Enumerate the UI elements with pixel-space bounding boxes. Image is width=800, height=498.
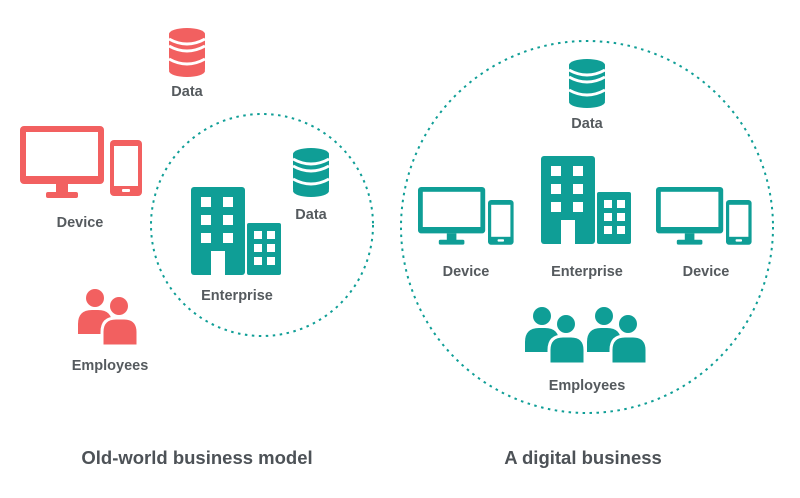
digital-device-left-label: Device xyxy=(443,264,490,280)
digital-device-right-label: Device xyxy=(683,264,730,280)
digital-employees-label: Employees xyxy=(549,378,626,394)
digital-boundary-circle xyxy=(400,40,774,414)
building-icon xyxy=(541,156,631,244)
people-icon xyxy=(76,287,140,348)
old-enterprise-data-label: Data xyxy=(295,207,327,223)
people-icon xyxy=(585,305,649,366)
database-icon xyxy=(567,57,607,110)
monitor-icon xyxy=(656,187,724,245)
digital-enterprise-label: Enterprise xyxy=(551,264,623,280)
old-employees-label: Employees xyxy=(72,358,149,374)
digital-section: Data Enterprise Device Device Employees … xyxy=(400,40,774,468)
digital-caption: A digital business xyxy=(504,447,662,468)
old-enterprise-label: Enterprise xyxy=(201,288,273,304)
people-icon xyxy=(523,305,587,366)
phone-icon xyxy=(726,200,752,245)
database-icon xyxy=(167,26,207,79)
old-world-caption: Old-world business model xyxy=(81,447,312,468)
enterprise-boundary-circle xyxy=(150,113,374,337)
old-world-section: Data Device Employees Data Enterprise Ol… xyxy=(20,26,374,468)
phone-icon xyxy=(110,140,142,196)
database-icon xyxy=(291,146,331,199)
monitor-icon xyxy=(20,126,104,198)
digital-data-label: Data xyxy=(571,116,603,132)
old-data-label: Data xyxy=(171,84,203,100)
building-icon xyxy=(191,187,281,275)
phone-icon xyxy=(488,200,514,245)
old-device-label: Device xyxy=(57,215,104,231)
monitor-icon xyxy=(418,187,486,245)
